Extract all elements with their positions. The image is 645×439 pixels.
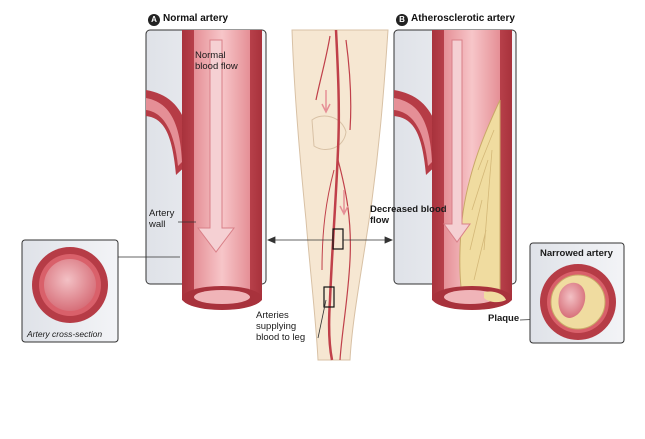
artery-wall-label: Artery wall xyxy=(149,208,175,230)
atherosclerotic-artery-panel xyxy=(393,29,517,310)
leg-illustration xyxy=(291,29,389,361)
normal-cross-section-lumen xyxy=(44,259,96,311)
normal-flow-label: Normal blood flow xyxy=(195,50,238,72)
cross-section-caption: Artery cross-section xyxy=(27,329,103,339)
panel-a-badge: A xyxy=(148,14,160,26)
narrowed-cross-section-box xyxy=(529,242,625,344)
plaque-label: Plaque xyxy=(488,313,520,324)
leg-arteries-label: Arteries supplying blood to leg xyxy=(256,310,306,343)
narrowed-lumen xyxy=(558,282,586,318)
normal-cross-section-box xyxy=(21,239,119,343)
narrowed-artery-label: Narrowed artery xyxy=(540,248,613,259)
panel-b-badge: B xyxy=(396,14,408,26)
normal-flow-arrow xyxy=(197,39,235,253)
normal-artery-panel xyxy=(145,29,267,310)
decreased-flow-arrow xyxy=(443,39,471,243)
decreased-flow-label: Decreased blood flow xyxy=(370,204,447,226)
leg-highlight-upper xyxy=(332,228,344,250)
leg-highlight-lower xyxy=(323,286,335,308)
leg-artery-main xyxy=(327,29,341,361)
